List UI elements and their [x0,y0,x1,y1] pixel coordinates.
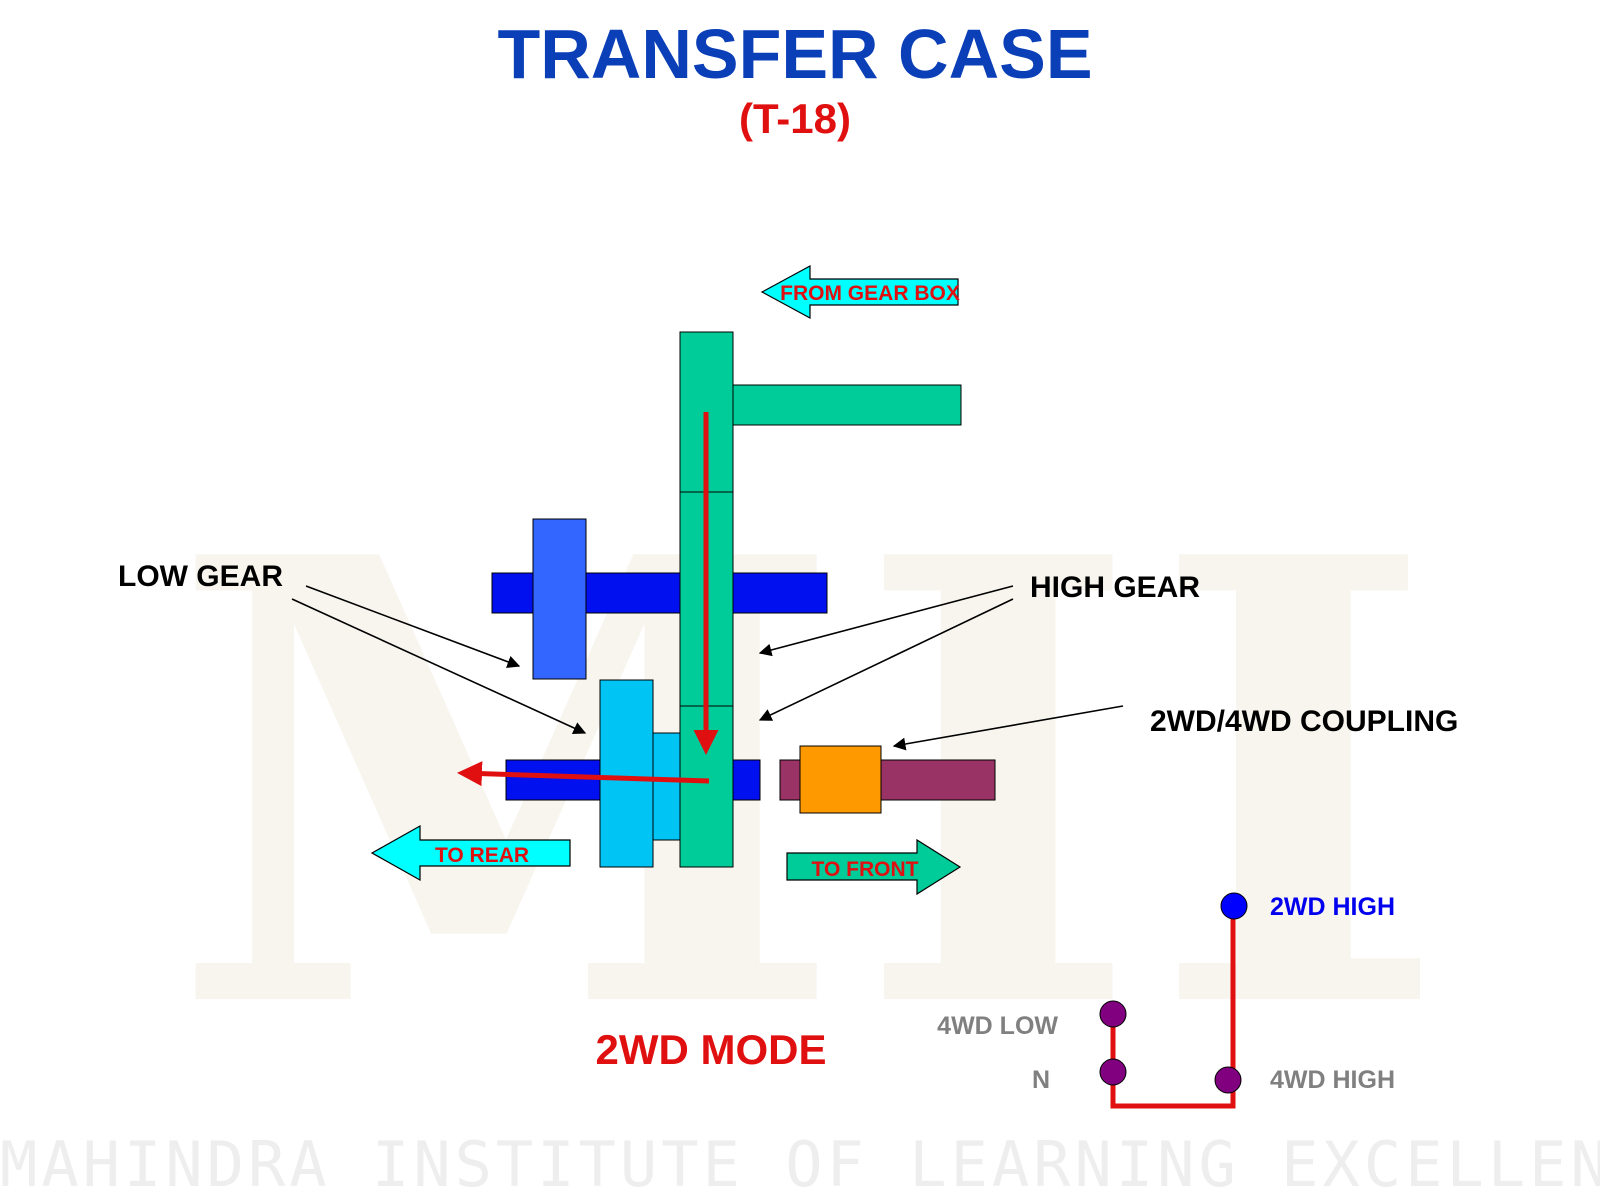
shift-label-2wd-high: 2WD HIGH [1270,893,1395,921]
shift-pattern: 2WD HIGH 4WD LOW N 4WD HIGH [937,892,1395,1109]
coupling-leader [892,705,1124,751]
power-flow-arrow [457,761,710,787]
watermark-org-name: MAHINDRA INSTITUTE OF LEARNING EXCELLENC… [0,1130,1600,1199]
high-gear-leader [758,598,1014,721]
page-subtitle: (T-18) [738,95,851,142]
shift-label-4wd-high: 4WD HIGH [1270,1066,1395,1094]
to-rear-label: TO REAR [435,844,529,867]
to-front-arrow [786,838,962,896]
countershaft [732,572,828,614]
high-gear-leader [758,585,1014,657]
shift-position-2wd-high [1220,892,1248,920]
low-gear-leader [291,598,587,735]
low-gear [532,518,587,680]
high-speed-gear [652,732,681,841]
page-title: TRANSFER CASE [497,15,1093,93]
low-gear-label: LOW GEAR [118,560,283,593]
shift-label-neutral: N [1032,1066,1050,1094]
shift-label-4wd-low: 4WD LOW [937,1012,1058,1040]
low-gear-leader [305,585,521,668]
from-gear-box-arrow [760,264,959,320]
shift-position-neutral [1099,1058,1127,1086]
mode-label: 2WD MODE [596,1026,827,1073]
high-gear-label: HIGH GEAR [1030,571,1200,604]
coupling-sleeve [799,745,882,814]
rear-output-shaft [732,759,761,801]
to-front-label: TO FRONT [812,858,919,881]
shift-position-4wd-low [1099,1000,1127,1028]
coupling-label: 2WD/4WD COUPLING [1150,705,1458,738]
from-gear-box-label: FROM GEAR BOX [780,282,960,305]
low-speed-gear [599,679,654,868]
shift-gate-path [1110,907,1236,1109]
to-rear-arrow [370,824,571,882]
shift-position-4wd-high [1214,1066,1242,1094]
input-shaft [732,384,962,426]
